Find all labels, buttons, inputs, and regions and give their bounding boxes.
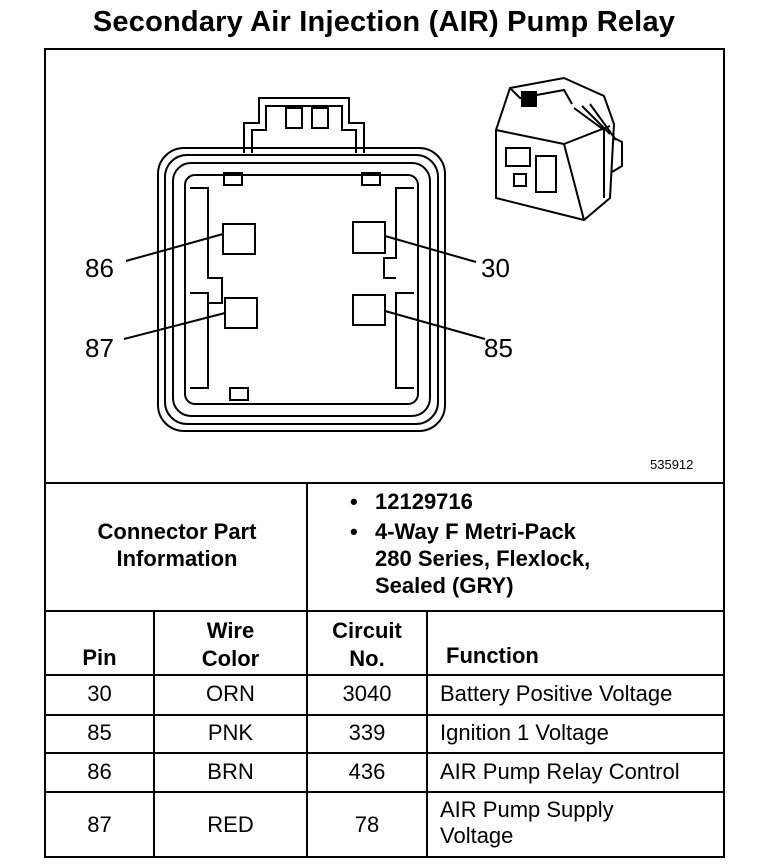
table-cell-function: Ignition 1 Voltage — [440, 720, 609, 745]
table-cell-pin: 85 — [87, 720, 112, 745]
header-pin: Pin — [82, 645, 117, 670]
table-cell-pin: 86 — [87, 759, 112, 784]
header-circuit-no: Circuit No. — [308, 617, 426, 673]
page-title: Secondary Air Injection (AIR) Pump Relay — [92, 6, 676, 38]
table-cell-wire-color: BRN — [207, 759, 254, 784]
diagram-frame — [44, 48, 725, 858]
table-cell-function-line1: AIR Pump Supply — [440, 797, 614, 822]
connector-description-line3: Sealed (GRY) — [375, 573, 514, 598]
connector-info-list: 12129716 4-Way F Metri-Pack 280 Series, … — [350, 488, 590, 599]
table-divider — [44, 674, 725, 676]
table-column-divider — [306, 482, 308, 858]
header-function: Function — [446, 643, 539, 668]
header-wire-color: Wire Color — [155, 617, 306, 673]
table-cell-wire-color: PNK — [207, 720, 254, 745]
table-cell-circuit: 78 — [354, 812, 380, 837]
table-cell-circuit: 436 — [348, 759, 386, 784]
table-divider — [44, 791, 725, 793]
header-wire-color-line2: Color — [201, 646, 260, 671]
connector-part-number: 12129716 — [350, 488, 590, 515]
connector-description: 4-Way F Metri-Pack 280 Series, Flexlock,… — [350, 518, 590, 599]
table-cell-circuit: 339 — [348, 720, 386, 745]
figure-number: 535912 — [650, 457, 694, 472]
pin-label-30: 30 — [481, 253, 510, 283]
header-circuit-line1: Circuit — [332, 618, 402, 643]
connector-info-label-line1: Connector Part — [97, 519, 257, 544]
connector-description-line1: 4-Way F Metri-Pack — [375, 519, 576, 544]
header-circuit-line2: No. — [349, 646, 385, 671]
table-cell-pin: 87 — [87, 812, 112, 837]
header-wire-color-line1: Wire — [206, 618, 255, 643]
connector-description-line2: 280 Series, Flexlock, — [375, 546, 591, 571]
table-cell-pin: 30 — [87, 681, 112, 706]
pin-label-87: 87 — [85, 333, 114, 363]
table-divider — [44, 752, 725, 754]
table-cell-function: AIR Pump Supply Voltage — [440, 797, 614, 849]
table-cell-function-line2: Voltage — [440, 823, 514, 848]
table-cell-function: Battery Positive Voltage — [440, 681, 673, 706]
table-divider — [44, 714, 725, 716]
table-cell-wire-color: RED — [207, 812, 254, 837]
connector-face-diagram — [123, 76, 623, 432]
table-divider — [44, 610, 725, 612]
table-divider — [44, 482, 725, 484]
table-cell-wire-color: ORN — [206, 681, 255, 706]
connector-info-label: Connector Part Information — [46, 518, 308, 572]
table-column-divider — [153, 610, 155, 858]
pin-label-86: 86 — [85, 253, 114, 283]
table-cell-function: AIR Pump Relay Control — [440, 759, 680, 784]
table-cell-circuit: 3040 — [342, 681, 392, 706]
connector-info-label-line2: Information — [116, 546, 238, 571]
table-column-divider — [426, 610, 428, 858]
pin-label-85: 85 — [484, 333, 513, 363]
